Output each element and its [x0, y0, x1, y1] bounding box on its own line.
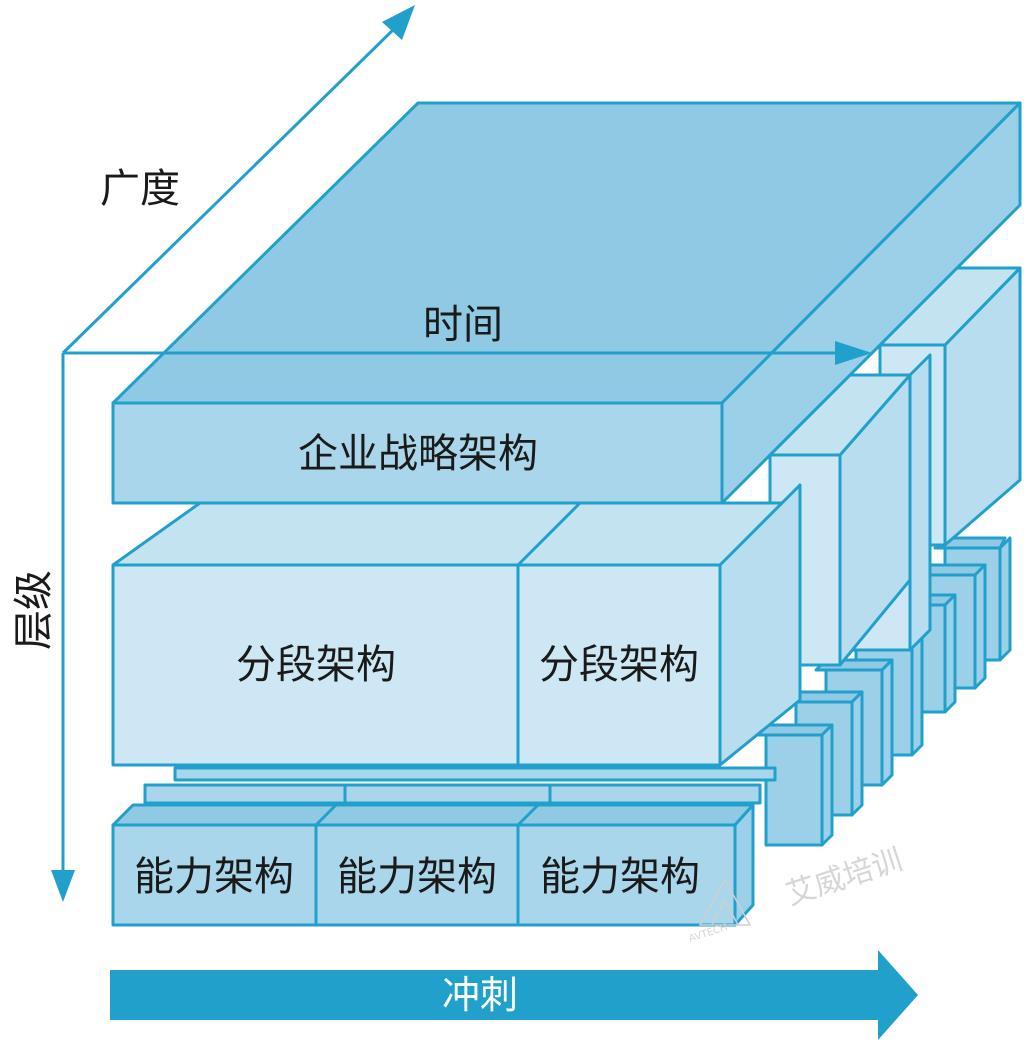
segment-back-blocks — [768, 266, 1022, 667]
capability-label-2: 能力架构 — [337, 854, 497, 900]
sprint-arrow — [110, 950, 918, 1040]
breadth-axis — [61, 5, 415, 355]
breadth-label: 广度 — [100, 166, 180, 212]
segment-blocks — [111, 483, 802, 767]
watermark-logo-icon — [698, 878, 752, 926]
watermark-text: 艾威培训 — [782, 842, 907, 912]
sprint-label: 冲刺 — [442, 973, 518, 1017]
segment-label-2: 分段架构 — [539, 642, 699, 688]
capability-back-rows — [143, 766, 777, 805]
segment-label-1: 分段架构 — [236, 642, 396, 688]
level-axis — [51, 353, 75, 902]
enterprise-block — [111, 101, 1022, 505]
time-label: 时间 — [423, 302, 503, 348]
capability-label-3: 能力架构 — [540, 854, 700, 900]
time-axis — [63, 341, 872, 365]
enterprise-label: 企业战略架构 — [298, 431, 538, 477]
capability-label-1: 能力架构 — [134, 854, 294, 900]
level-label: 层级 — [11, 570, 57, 650]
capability-blocks — [111, 803, 755, 927]
